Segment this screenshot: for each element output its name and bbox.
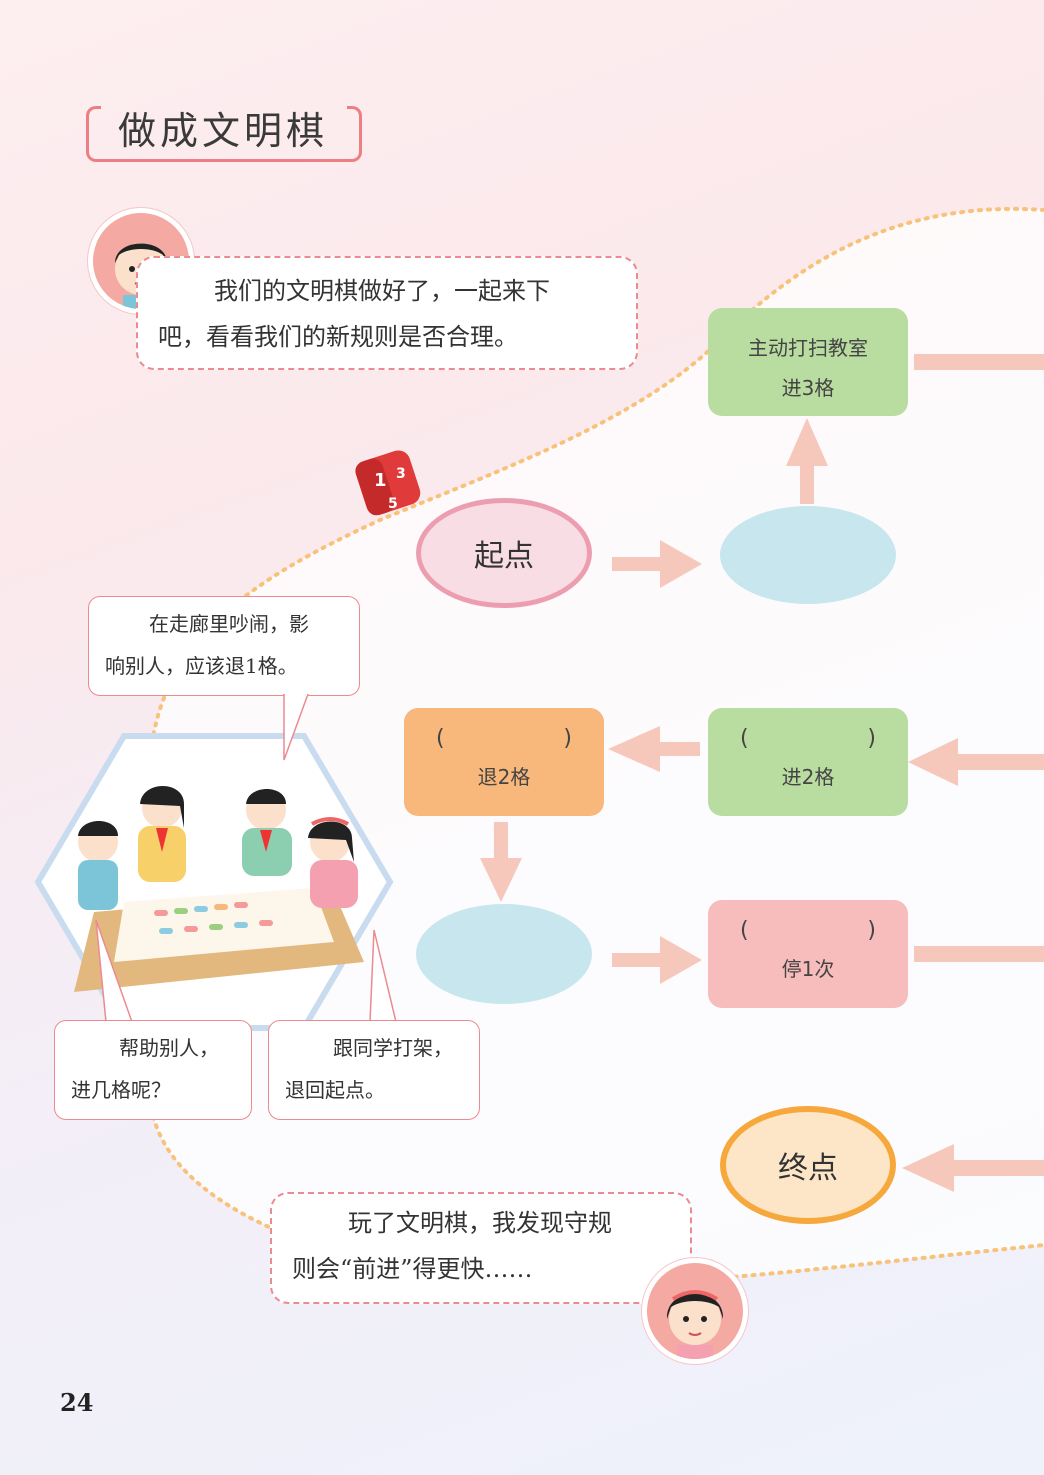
card-clean-classroom: 主动打扫教室 进3格 bbox=[708, 308, 908, 416]
girl-face-icon bbox=[666, 1290, 724, 1359]
boy-speech-line1: 我们的文明棋做好了，一起来下 bbox=[214, 277, 550, 305]
arrow-green-to-orange bbox=[608, 726, 700, 772]
arrow-blue-to-green-top bbox=[786, 418, 828, 504]
boy-speech-line2: 吧，看看我们的新规则是否合理。 bbox=[158, 323, 518, 351]
connector-mid-right bbox=[914, 946, 1044, 962]
children-playing-illustration bbox=[34, 733, 394, 1031]
dice-face-5: 5 bbox=[388, 496, 398, 512]
child-girl-yellow-icon bbox=[138, 786, 186, 882]
card-advance-label: 进2格 bbox=[781, 765, 835, 789]
note-fight-tail bbox=[369, 930, 397, 1023]
game-board-icon bbox=[154, 902, 273, 934]
card-skip-close-paren: ) bbox=[867, 918, 876, 943]
note-corridor-noise: 在走廊里吵闹，影 响别人，应该退1格。 bbox=[88, 596, 360, 696]
end-label: 终点 bbox=[778, 1151, 838, 1186]
note-corridor-tail bbox=[283, 694, 309, 761]
note-corridor-line2: 响别人，应该退1格。 bbox=[105, 654, 298, 678]
start-space: 起点 bbox=[416, 498, 592, 608]
card-advance-close-paren: ) bbox=[867, 726, 876, 751]
girl-speech-line2: 则会“前进”得更快…… bbox=[292, 1255, 533, 1283]
page-number: 24 bbox=[60, 1388, 94, 1417]
card-clean-line1: 主动打扫教室 bbox=[748, 336, 868, 360]
note-help-line2: 进几格呢？ bbox=[71, 1078, 171, 1102]
card-advance-2: ( ) 进2格 bbox=[708, 708, 908, 816]
dice-face-1: 1 bbox=[374, 470, 387, 491]
arrow-right-to-end bbox=[902, 1144, 1044, 1192]
girl-avatar bbox=[642, 1258, 748, 1364]
card-back-label: 退2格 bbox=[477, 765, 531, 789]
dice-icon: 1 3 5 bbox=[355, 450, 421, 516]
note-corridor-line1: 在走廊里吵闹，影 bbox=[149, 612, 309, 636]
child-boy-green-icon bbox=[242, 789, 292, 876]
card-skip-label: 停1次 bbox=[781, 957, 835, 981]
card-skip-open-paren: ( bbox=[740, 918, 749, 943]
card-back-close-paren: ) bbox=[563, 726, 572, 751]
note-fight-line1: 跟同学打架， bbox=[333, 1036, 453, 1060]
card-skip-turn: ( ) 停1次 bbox=[708, 900, 908, 1008]
connector-top-right bbox=[914, 354, 1044, 370]
arrow-blue-to-pink bbox=[612, 936, 702, 984]
note-help-tail bbox=[95, 920, 134, 1023]
end-space: 终点 bbox=[720, 1106, 896, 1224]
section-title: 做成文明棋 bbox=[118, 109, 329, 153]
section-title-frame bbox=[86, 106, 362, 162]
girl-speech-line1: 玩了文明棋，我发现守规 bbox=[348, 1209, 612, 1237]
child-girl-pink-icon bbox=[308, 817, 358, 908]
boy-speech-bubble: 我们的文明棋做好了，一起来下 吧，看看我们的新规则是否合理。 bbox=[136, 256, 638, 370]
arrow-start-to-blue bbox=[612, 540, 702, 588]
card-clean-line2: 进3格 bbox=[781, 376, 835, 400]
note-fight-line2: 退回起点。 bbox=[285, 1078, 385, 1102]
blank-space-2 bbox=[416, 904, 592, 1004]
start-label: 起点 bbox=[474, 539, 534, 574]
girl-speech-bubble: 玩了文明棋，我发现守规 则会“前进”得更快…… bbox=[270, 1192, 692, 1304]
child-left-icon bbox=[78, 821, 118, 910]
arrow-right-to-green-mid bbox=[908, 738, 1044, 786]
note-help-line1: 帮助别人， bbox=[119, 1036, 219, 1060]
card-back-2: ( ) 退2格 bbox=[404, 708, 604, 816]
arrow-orange-to-blue bbox=[480, 822, 522, 902]
note-help-others: 帮助别人， 进几格呢？ bbox=[54, 1020, 252, 1120]
blank-space-1 bbox=[720, 506, 896, 604]
card-back-open-paren: ( bbox=[436, 726, 445, 751]
note-fighting: 跟同学打架， 退回起点。 bbox=[268, 1020, 480, 1120]
card-advance-open-paren: ( bbox=[740, 726, 749, 751]
dice-face-3: 3 bbox=[396, 466, 406, 482]
